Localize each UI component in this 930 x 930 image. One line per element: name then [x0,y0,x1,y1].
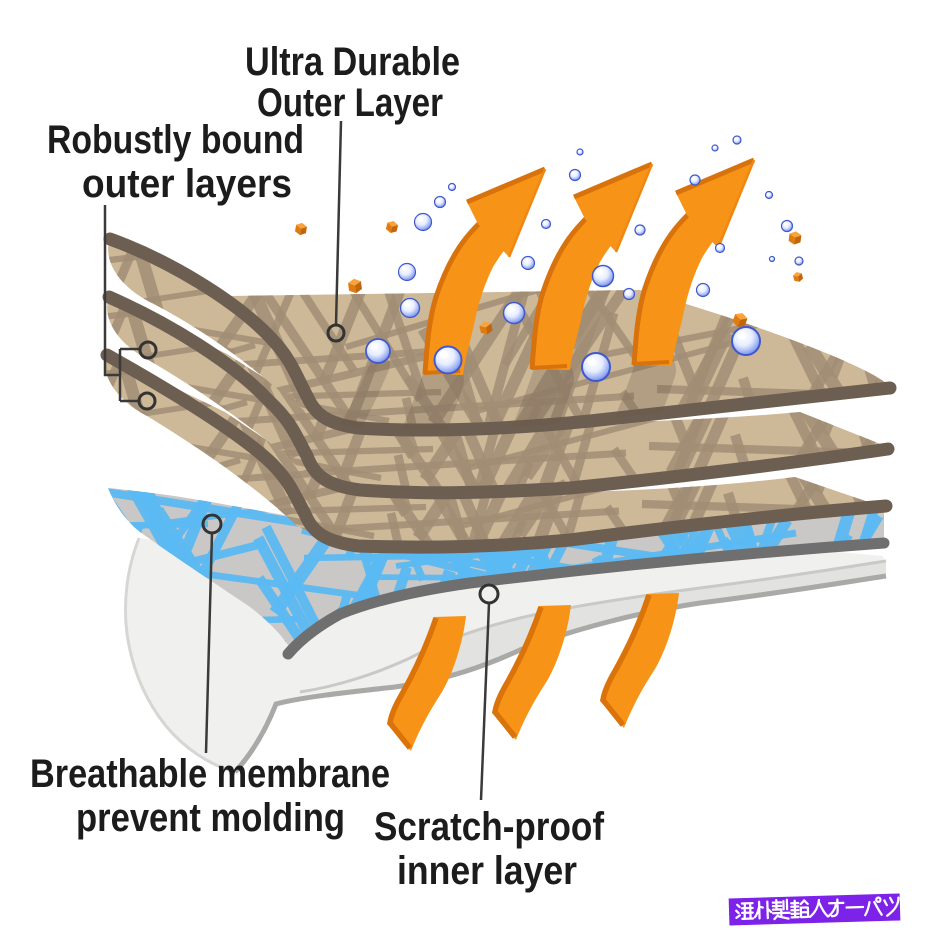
svg-text:prevent molding: prevent molding [76,796,345,840]
svg-text:Scratch-proof: Scratch-proof [374,805,605,849]
svg-text:Robustly bound: Robustly bound [47,118,304,162]
svg-text:inner layer: inner layer [397,849,577,893]
svg-text:outer layers: outer layers [82,162,292,206]
svg-text:Outer Layer: Outer Layer [257,81,443,125]
svg-text:Breathable membrane: Breathable membrane [30,752,390,796]
svg-text:Ultra Durable: Ultra Durable [245,40,460,84]
